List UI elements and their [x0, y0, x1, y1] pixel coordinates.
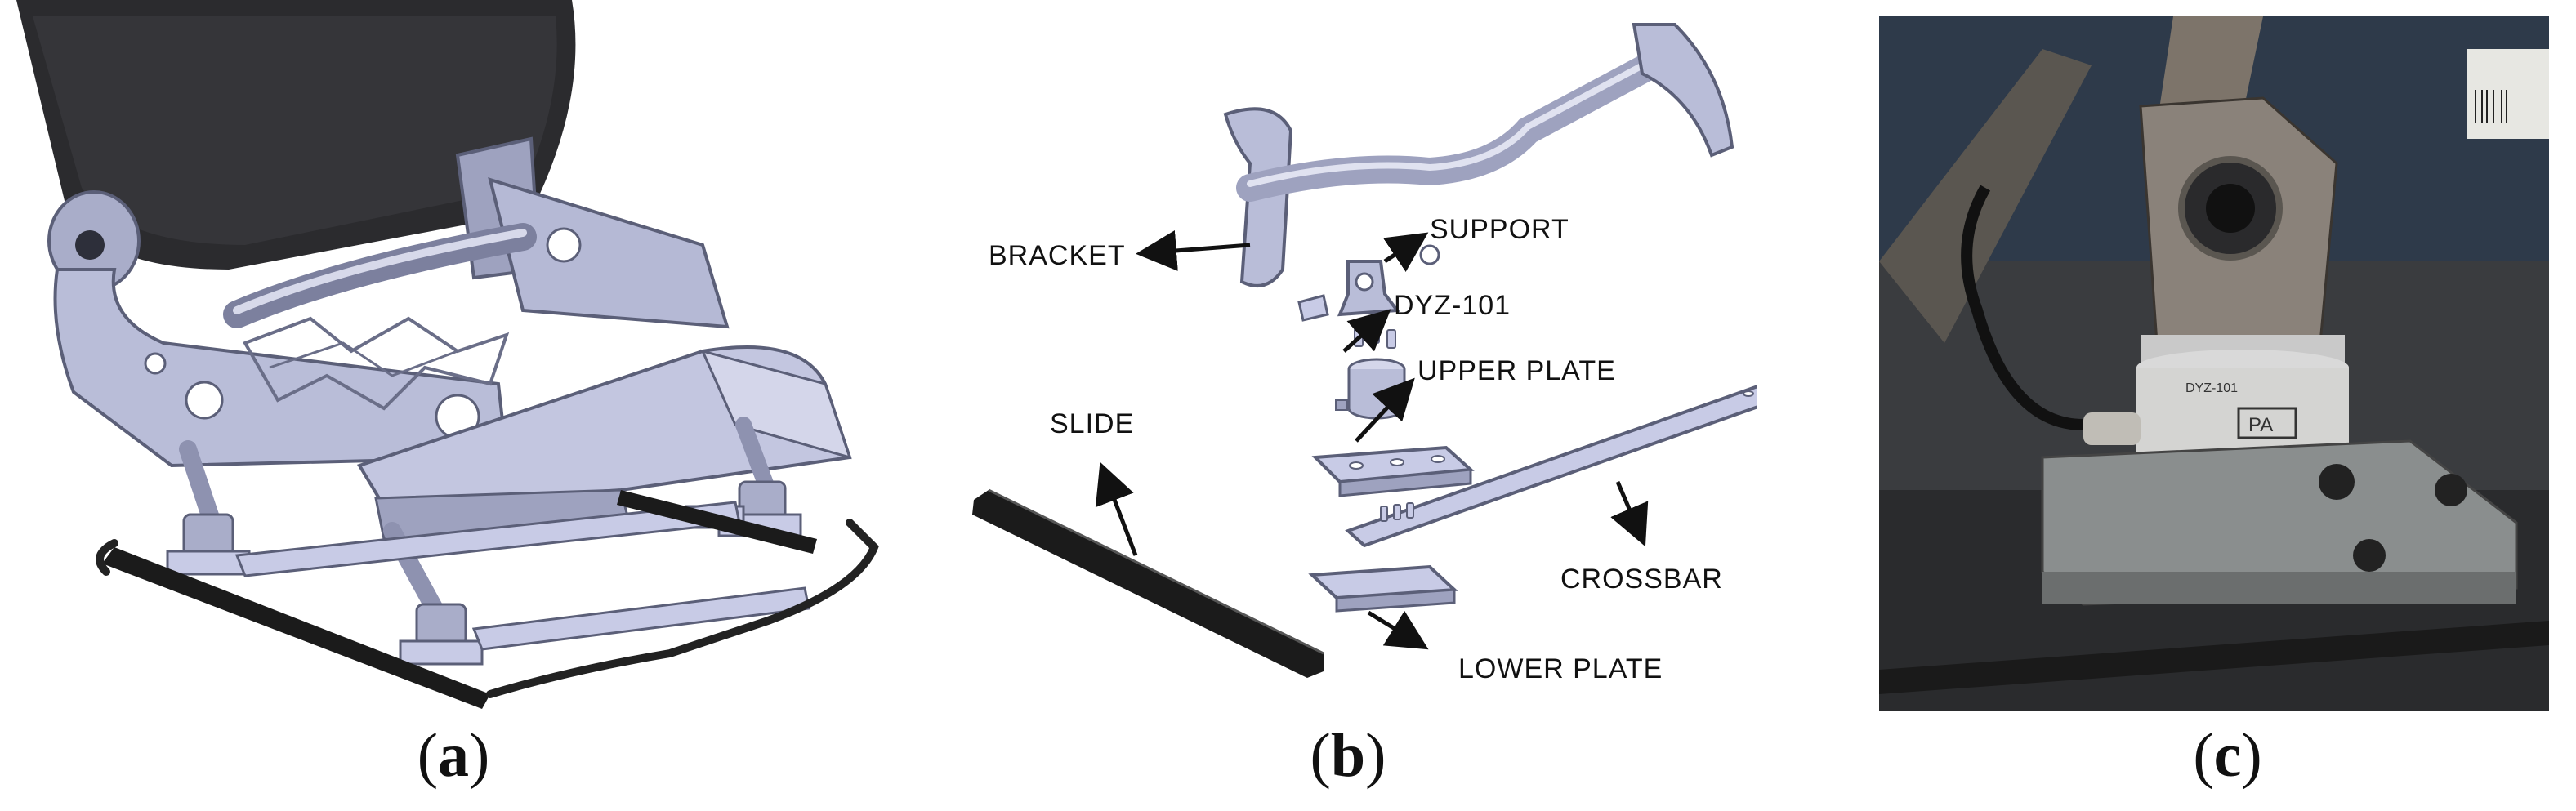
lower-plate-arrow	[1367, 610, 1429, 650]
seat-springs	[243, 316, 510, 411]
caption-b: (b)	[1310, 721, 1386, 790]
panel-a-seat-render: (a)	[0, 0, 907, 811]
dyz101-sensor-body	[1347, 369, 1406, 420]
slide-label: SLIDE	[1050, 408, 1134, 439]
crossbar-part	[1345, 385, 1757, 548]
crossbar-rear	[471, 586, 810, 651]
barcode-sticker	[2467, 49, 2549, 139]
towel-bar	[96, 519, 879, 698]
slide-arrow	[1095, 461, 1138, 556]
screws-lower	[1380, 502, 1414, 522]
slide-part	[972, 490, 1324, 678]
installed-sensor-photo: DYZ-101 PA	[1879, 16, 2549, 711]
caption-c: (c)	[2193, 721, 2262, 790]
dyz101-arrow	[1342, 309, 1391, 353]
upper-plate-arrow	[1355, 377, 1415, 443]
crossbar-arrow	[1610, 481, 1649, 547]
panel-b-exploded-view: BRACKET SUPPORT DYZ-101 UPPER PLATE SLID…	[940, 0, 1757, 811]
bracket-label: BRACKET	[989, 240, 1126, 271]
sensor-stack-2	[415, 603, 467, 647]
dyz101-label: DYZ-101	[1394, 290, 1511, 321]
crossbar-label: CROSSBAR	[1560, 564, 1723, 595]
side-frame-right	[488, 177, 730, 329]
far-bracket-part	[1632, 23, 1734, 158]
seat-frame-illustration	[16, 0, 879, 709]
support-arrow	[1382, 232, 1429, 272]
photo-sensor-text: DYZ-101	[2185, 381, 2238, 395]
bracket-arrow	[1136, 230, 1251, 271]
slide-rail-left	[102, 547, 490, 709]
sensor-stack-1	[182, 513, 234, 557]
caption-a: (a)	[417, 721, 490, 790]
panel-c-photo: DYZ-101 PA (c)	[1879, 0, 2576, 811]
lower-plate-label: LOWER PLATE	[1458, 653, 1663, 684]
photo-brand-mark: PA	[2248, 414, 2273, 436]
photo-cable-connector	[2083, 412, 2141, 445]
support-washer	[1419, 244, 1440, 265]
slide-rail-right	[617, 490, 817, 554]
support-bolt	[1297, 294, 1329, 322]
upper-plate-label: UPPER PLATE	[1417, 355, 1616, 386]
exploded-view-diagram: BRACKET SUPPORT DYZ-101 UPPER PLATE SLID…	[972, 23, 1757, 684]
cross-tube-part	[1236, 51, 1664, 202]
support-label: SUPPORT	[1430, 214, 1569, 245]
